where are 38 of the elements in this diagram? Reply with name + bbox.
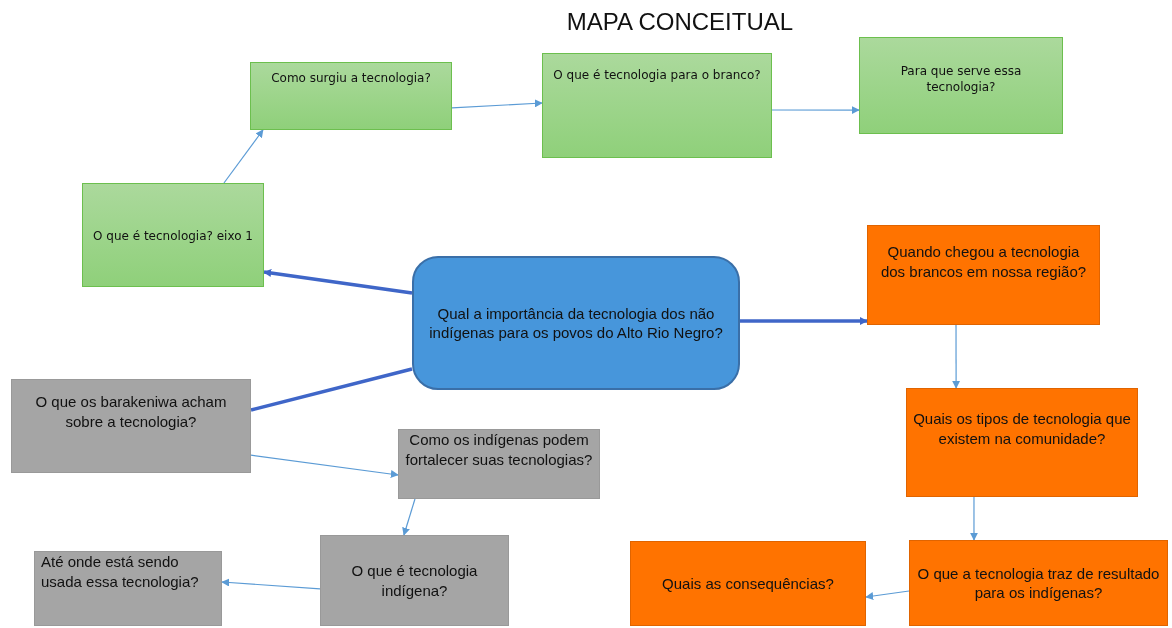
question-text: O que é tecnologia? eixo 1 bbox=[93, 229, 253, 245]
central-question-box bbox=[412, 256, 740, 390]
arrow bbox=[223, 129, 264, 184]
question-text: O que os barakeniwa acham sobre a tecnologia? bbox=[34, 392, 228, 431]
arrow bbox=[970, 496, 978, 541]
question-box bbox=[630, 541, 866, 626]
question-box bbox=[34, 551, 222, 626]
question-text: O que é tecnologia para o branco? bbox=[553, 68, 761, 84]
arrow bbox=[221, 578, 321, 590]
arrow bbox=[865, 590, 910, 600]
question-box bbox=[859, 37, 1063, 134]
question-text: Quais as consequências? bbox=[662, 573, 834, 594]
question-box bbox=[906, 388, 1138, 497]
question-box bbox=[542, 53, 772, 158]
question-text: Até onde está sendo usada essa tecnologia? bbox=[41, 552, 200, 591]
question-text: Qual a importância da tecnologia dos não indígenas para os povos do Alto Rio Negro? bbox=[428, 303, 724, 343]
diagram-title: MAPA CONCEITUAL bbox=[565, 8, 795, 36]
question-text: O que a tecnologia traz de resultado para os indígenas? bbox=[916, 563, 1161, 603]
question-box bbox=[11, 379, 251, 473]
arrow bbox=[952, 324, 961, 389]
question-box bbox=[398, 429, 600, 499]
arrow bbox=[250, 454, 399, 478]
arrow bbox=[740, 317, 868, 325]
question-text: Como os indígenas podem fortalecer suas tecnologias? bbox=[405, 430, 593, 469]
question-text: O que é tecnologia indígena? bbox=[350, 561, 479, 600]
question-box bbox=[867, 225, 1100, 325]
question-text: Para que serve essa tecnologia? bbox=[899, 64, 1023, 96]
question-box bbox=[250, 62, 452, 130]
question-text: Como surgiu a tecnologia? bbox=[271, 71, 431, 87]
arrow bbox=[771, 106, 860, 115]
question-text: Quando chegou a tecnologia dos brancos em nossa região? bbox=[879, 242, 1088, 281]
question-text: Quais os tipos de tecnologia que existem na comunidade? bbox=[913, 409, 1131, 448]
arrow bbox=[402, 498, 416, 536]
arrow bbox=[451, 99, 543, 109]
arrow bbox=[263, 269, 413, 295]
question-box bbox=[909, 540, 1168, 626]
question-box bbox=[82, 183, 264, 287]
question-box bbox=[320, 535, 509, 626]
